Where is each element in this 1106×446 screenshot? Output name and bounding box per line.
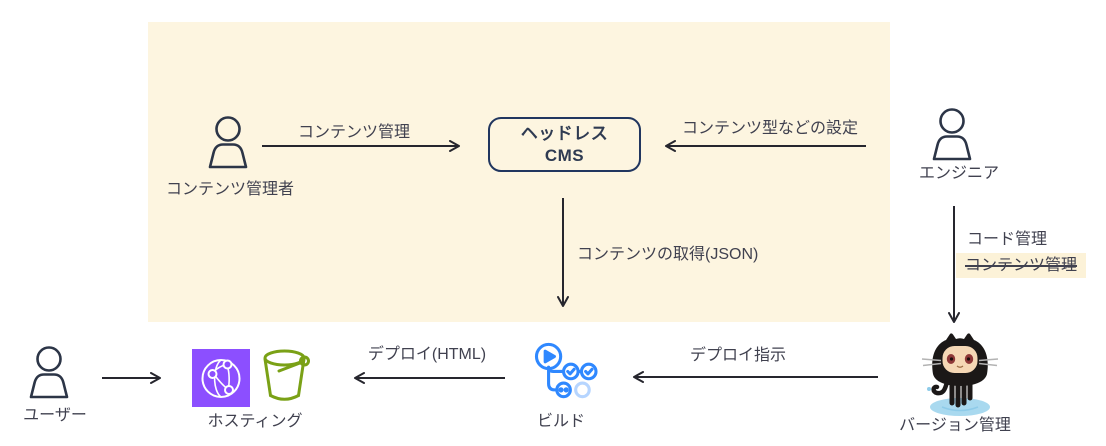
edge-label-deploy-instruction: デプロイ指示 xyxy=(689,347,787,364)
bucket-icon xyxy=(263,349,310,401)
edge-label-fetch-content: コンテンツの取得(JSON) xyxy=(577,246,759,263)
workflow-icon xyxy=(534,342,598,399)
person-icon xyxy=(932,108,972,161)
node-label-build: ビルド xyxy=(536,413,586,430)
node-label-content-manager: コンテンツ管理者 xyxy=(165,181,295,198)
edge-label-content-manage: コンテンツ管理 xyxy=(297,124,411,141)
edge-label-content-type-setting: コンテンツ型などの設定 xyxy=(681,120,859,137)
person-icon xyxy=(29,346,69,399)
cms-title-line1: ヘッドレス xyxy=(520,124,609,144)
edge-label-deploy-html: デプロイ(HTML) xyxy=(367,346,487,363)
node-label-hosting: ホスティング xyxy=(207,413,303,430)
cms-scope-panel xyxy=(148,22,890,322)
node-label-engineer: エンジニア xyxy=(918,165,1000,182)
edge-label-content-manage-struck: コンテンツ管理 xyxy=(956,253,1087,279)
edge-label-code-manage: コード管理 xyxy=(967,231,1048,248)
octocat-icon xyxy=(921,333,999,416)
headless-cms-node: ヘッドレス CMS xyxy=(488,117,641,172)
globe-network-icon xyxy=(192,349,250,407)
person-icon xyxy=(208,116,248,169)
node-label-user: ユーザー xyxy=(23,407,87,424)
cms-title-line2: CMS xyxy=(544,145,585,165)
node-label-version-control: バージョン管理 xyxy=(899,417,1011,434)
